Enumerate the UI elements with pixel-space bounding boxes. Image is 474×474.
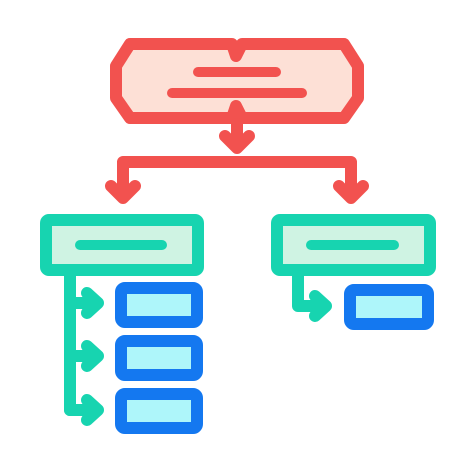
right-leaf-arrow-icon	[309, 290, 332, 322]
left-leaf-arrow-icon-2	[81, 340, 104, 372]
left-leaf-nodes	[115, 282, 203, 434]
right-sub-connector	[292, 270, 332, 322]
leaf-node-3-shape	[115, 388, 203, 434]
right-leaf-node-shape	[344, 284, 434, 330]
root-down-arrow-icon	[219, 130, 255, 154]
left-leaf-arrow-icon-3	[81, 394, 104, 426]
left-node	[40, 214, 204, 276]
left-branch-arrow-icon	[105, 180, 141, 204]
leaf-node-2-shape	[115, 335, 203, 381]
left-leaf-arrow-icon-1	[81, 287, 104, 319]
right-leaf-node	[344, 284, 434, 330]
root-connector	[105, 118, 369, 204]
leaf-node-2	[115, 335, 203, 381]
right-node	[271, 214, 436, 276]
branch-horizontal-line	[117, 156, 357, 198]
root-node-shape	[110, 38, 364, 124]
right-branch-line	[292, 270, 330, 312]
leaf-node-1	[115, 282, 203, 328]
left-sub-connector	[64, 270, 104, 426]
leaf-node-3	[115, 388, 203, 434]
root-node	[110, 38, 364, 124]
leaf-node-1-shape	[115, 282, 203, 328]
right-branch-arrow-icon	[333, 180, 369, 204]
